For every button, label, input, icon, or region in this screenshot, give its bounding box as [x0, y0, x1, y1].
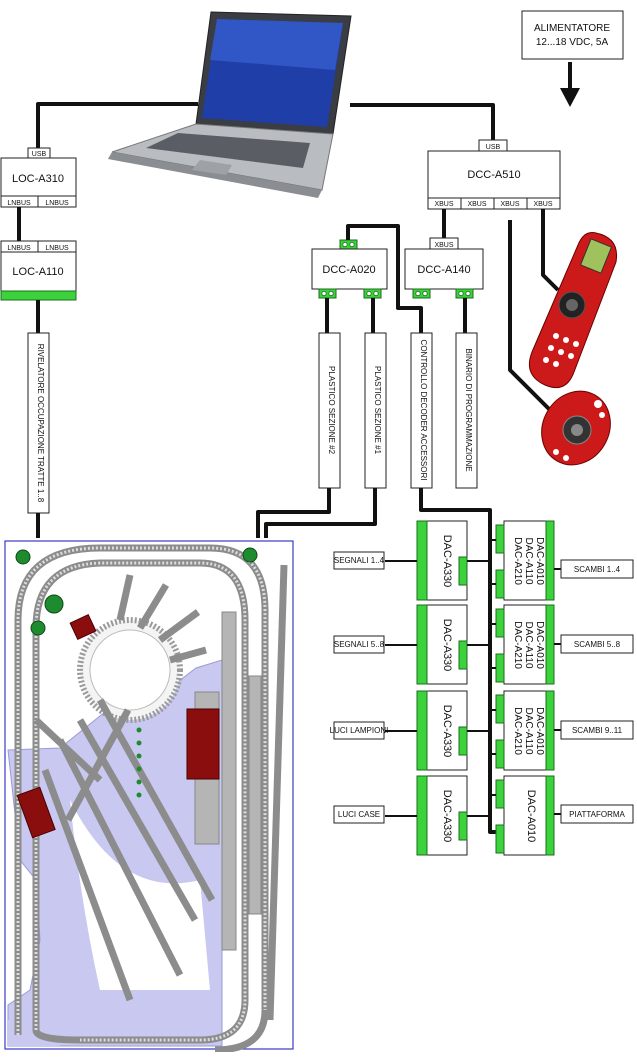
loc-a310-module: USB LOC-A310 LNBUS LNBUS: [0, 147, 77, 208]
dac-a330-module-3: DAC-A330 LUCI LAMPIONI: [330, 690, 490, 771]
left-module-1-name: DAC-A330: [441, 535, 453, 588]
dac-a010-module-2: DAC-A010 DAC-A110 DAC-A210 SCAMBI 5..8: [490, 604, 634, 685]
left-module-2-label: SEGNALI 5..8: [334, 640, 385, 649]
left-module-3-name: DAC-A330: [441, 705, 453, 758]
programming-label-box: BINARIO DI PROGRAMMAZIONE: [455, 332, 478, 489]
section1-label: PLASTICO SEZIONE #1: [373, 366, 382, 455]
dac-a330-module-4: DAC-A330 LUCI CASE: [333, 775, 490, 856]
section1-cable-bottom: [264, 488, 377, 538]
loc-a310-usb-port: USB: [32, 151, 47, 158]
loc-a110-terminal-strip: [0, 290, 77, 301]
usb-cable-right: [350, 103, 495, 140]
power-supply-line2: 12...18 VDC, 5A: [536, 37, 609, 48]
power-supply-line1: ALIMENTATORE: [534, 23, 610, 34]
right-module-3-line2: DAC-A110: [523, 707, 534, 754]
left-module-4-label: LUCI CASE: [338, 810, 380, 819]
right-module-2-label: SCAMBI 5..8: [574, 640, 621, 649]
tree-icon: [15, 549, 31, 565]
dac-a010-module-1: DAC-A010 DAC-A110 DAC-A210 SCAMBI 1..4: [490, 520, 634, 601]
dac-a010-module-4: DAC-A010 PIATTAFORMA: [490, 775, 634, 856]
dac-a330-module-2: DAC-A330 SEGNALI 5..8: [333, 604, 490, 685]
loc-a310-lnbus-right: LNBUS: [45, 200, 69, 207]
dcc-a140-xbus-port: XBUS: [434, 242, 453, 249]
dcc-a510-usb-port: USB: [486, 144, 501, 151]
dac-a330-module-1: DAC-A330 SEGNALI 1..4: [333, 520, 490, 601]
left-module-1-label: SEGNALI 1..4: [334, 556, 385, 565]
section2-cable-bottom: [256, 488, 331, 538]
right-module-2-line1: DAC-A010: [534, 621, 545, 669]
accessory-label-box: CONTROLLO DECODER ACCESSORI: [410, 332, 433, 489]
warehouse-building-icon: [16, 786, 56, 839]
programming-label: BINARIO DI PROGRAMMAZIONE: [464, 348, 473, 471]
usb-cable-left: [36, 102, 198, 150]
occupancy-label: RIVELATORE OCCUPAZIONE TRATTE 1..8: [36, 344, 45, 503]
dcc-a510-xbus-3: XBUS: [500, 201, 519, 208]
power-supply: ALIMENTATORE 12...18 VDC, 5A: [521, 10, 624, 60]
laptop-icon: [108, 11, 352, 198]
right-module-3-line1: DAC-A010: [534, 707, 545, 755]
dcc-a140-name: DCC-A140: [417, 264, 470, 276]
section2-label-box: PLASTICO SEZIONE #2: [318, 332, 341, 489]
right-module-3-line3: DAC-A210: [512, 707, 523, 755]
left-module-4-name: DAC-A330: [441, 790, 453, 843]
tree-icon: [30, 620, 46, 636]
dcc-a140-module: XBUS DCC-A140: [404, 237, 484, 299]
right-module-1-line1: DAC-A010: [534, 537, 545, 585]
xbus-cable-handheld-1: [541, 209, 560, 292]
right-module-1-line2: DAC-A110: [523, 537, 534, 584]
station-building-icon: [186, 708, 220, 780]
accessory-label: CONTROLLO DECODER ACCESSORI: [419, 340, 428, 481]
left-module-3-label: LUCI LAMPIONI: [330, 726, 389, 735]
right-module-1-label: SCAMBI 1..4: [574, 565, 621, 574]
right-module-1-line3: DAC-A210: [512, 537, 523, 585]
loc-a110-lnbus-left: LNBUS: [7, 245, 31, 252]
right-module-group: DAC-A010 DAC-A110 DAC-A210 SCAMBI 1..4 D…: [490, 520, 634, 856]
mini-handheld-controller-icon: [541, 390, 611, 466]
dcc-a020-module: DCC-A020: [311, 239, 388, 299]
xbus-cable-handheld-2: [508, 220, 557, 417]
dcc-a510-xbus-4: XBUS: [533, 201, 552, 208]
right-module-2-line3: DAC-A210: [512, 621, 523, 669]
tree-icon: [242, 547, 258, 563]
right-module-2-line2: DAC-A110: [523, 621, 534, 668]
dac-a010-module-3: DAC-A010 DAC-A110 DAC-A210 SCAMBI 9..11: [490, 690, 634, 771]
dcc-a510-name: DCC-A510: [467, 169, 520, 181]
tree-icon: [44, 594, 64, 614]
dcc-a020-name: DCC-A020: [322, 264, 375, 276]
left-module-group: DAC-A330 SEGNALI 1..4 DAC-A330 SEGNALI 5…: [330, 520, 490, 856]
loc-a110-lnbus-right: LNBUS: [45, 245, 69, 252]
dcc-a510-xbus-2: XBUS: [467, 201, 486, 208]
right-module-4-label: PIATTAFORMA: [569, 810, 625, 819]
track-layout-plan: [4, 540, 294, 1054]
lamp-post-icon: [136, 727, 142, 798]
accessory-loop-cable: [346, 224, 423, 333]
loc-a110-module: LNBUS LNBUS LOC-A110: [0, 240, 77, 301]
right-module-3-label: SCAMBI 9..11: [572, 726, 623, 735]
right-module-4-line1: DAC-A010: [525, 790, 537, 843]
arrow-down-icon: [560, 62, 580, 107]
dcc-a510-xbus-1: XBUS: [434, 201, 453, 208]
loc-a110-name: LOC-A110: [12, 266, 63, 278]
section1-label-box: PLASTICO SEZIONE #1: [364, 332, 387, 489]
dcc-a510-module: USB DCC-A510 XBUS XBUS XBUS XBUS: [427, 139, 561, 210]
occupancy-detector-label-box: RIVELATORE OCCUPAZIONE TRATTE 1..8: [27, 332, 50, 514]
loc-a310-lnbus-left: LNBUS: [7, 200, 31, 207]
handheld-controller-icon: [528, 232, 618, 389]
left-module-2-name: DAC-A330: [441, 619, 453, 672]
loc-a310-name: LOC-A310: [12, 173, 64, 185]
section2-label: PLASTICO SEZIONE #2: [327, 366, 336, 455]
depot-building-icon: [69, 613, 97, 641]
